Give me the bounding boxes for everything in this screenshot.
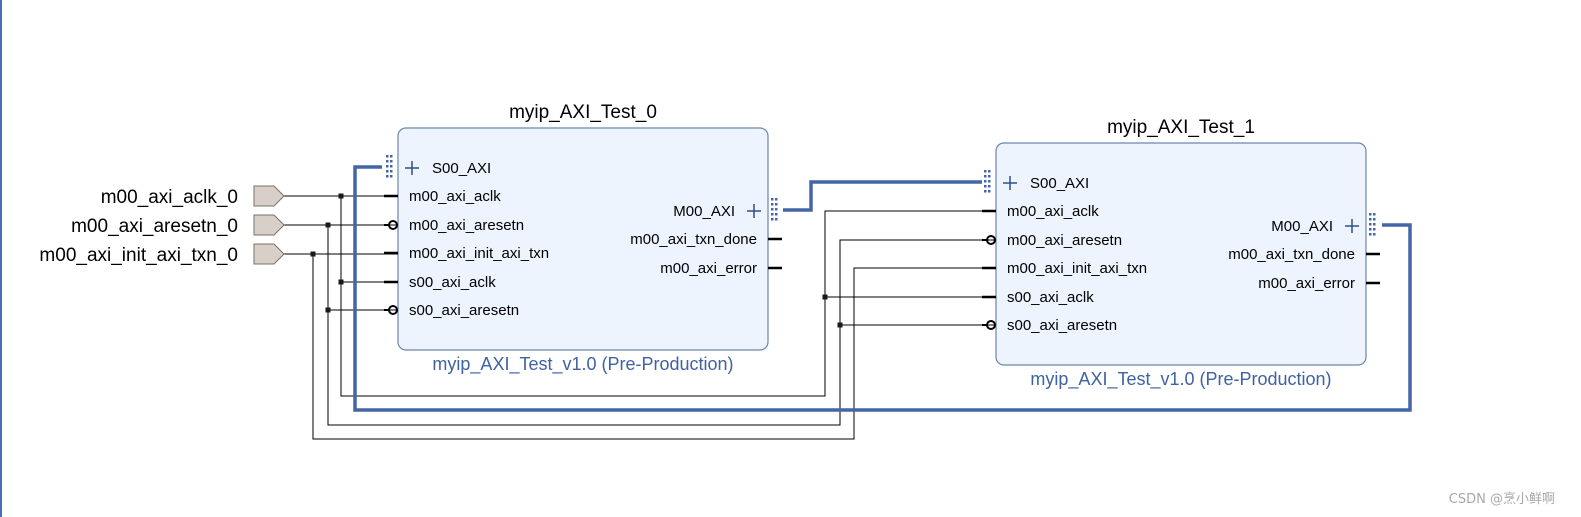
external-port-label-aresetn: m00_axi_aresetn_0 xyxy=(71,216,238,237)
bus-dot xyxy=(988,190,991,193)
bus-dot xyxy=(1369,223,1372,226)
bus-dot xyxy=(988,185,991,188)
bus-dot xyxy=(390,170,393,173)
net-junction xyxy=(310,251,316,257)
bus-dot xyxy=(775,203,778,206)
bus-dot xyxy=(775,218,778,221)
m00-axi-label: M00_AXI xyxy=(673,203,735,220)
bus-dot xyxy=(1373,233,1376,236)
axi-bus-wire xyxy=(783,180,982,212)
output-pin-label[interactable]: m00_axi_txn_done xyxy=(1228,246,1355,263)
bus-dot xyxy=(771,198,774,201)
bus-dot xyxy=(984,190,987,193)
plus-icon[interactable] xyxy=(747,204,761,218)
axi-bus-wire xyxy=(353,165,1412,412)
s00-axi-label: S00_AXI xyxy=(432,160,491,177)
plus-icon[interactable] xyxy=(1345,219,1359,233)
net-junction xyxy=(837,322,843,328)
bus-dot xyxy=(1373,223,1376,226)
dynamic-layer xyxy=(253,155,1412,440)
bus-dot xyxy=(775,198,778,201)
bus-dot xyxy=(775,208,778,211)
block-myip-axi-test-1[interactable]: myip_AXI_Test_1 myip_AXI_Test_v1.0 (Pre-… xyxy=(982,117,1380,390)
input-pin-label[interactable]: m00_axi_aclk xyxy=(409,188,501,205)
input-pin-label[interactable]: m00_axi_aresetn xyxy=(409,217,524,234)
s00-axi-interface-icon[interactable] xyxy=(984,170,991,193)
bus-dot xyxy=(1369,213,1372,216)
bus-dot xyxy=(386,160,389,163)
input-pin-label[interactable]: s00_axi_aresetn xyxy=(1007,317,1117,334)
bus-dot xyxy=(1373,213,1376,216)
input-pin-label[interactable]: s00_axi_aresetn xyxy=(409,302,519,319)
net-wire xyxy=(340,196,996,397)
input-pin-label[interactable]: s00_axi_aclk xyxy=(1007,289,1094,306)
output-pin-label[interactable]: m00_axi_error xyxy=(1258,275,1355,292)
s00-axi-interface-icon[interactable] xyxy=(386,155,393,178)
bus-dot xyxy=(1369,233,1372,236)
input-pin-label[interactable]: s00_axi_aclk xyxy=(409,274,496,291)
net-wire xyxy=(312,254,996,440)
bus-dot xyxy=(988,175,991,178)
bus-dot xyxy=(386,155,389,158)
input-pin-label[interactable]: m00_axi_aresetn xyxy=(1007,232,1122,249)
external-port-label-init: m00_axi_init_axi_txn_0 xyxy=(39,245,238,266)
bus-dot xyxy=(984,170,987,173)
net-wire xyxy=(824,210,996,297)
bus-dot xyxy=(1369,218,1372,221)
bus-dot xyxy=(390,165,393,168)
m00-axi-interface-icon[interactable] xyxy=(771,198,778,221)
watermark: CSDN @烹小鲜啊 xyxy=(1448,492,1555,507)
bus-dot xyxy=(390,175,393,178)
net-wire xyxy=(839,239,996,325)
net-junction xyxy=(325,307,331,313)
bus-dot xyxy=(771,208,774,211)
bus-dot xyxy=(1373,228,1376,231)
bus-dot xyxy=(984,185,987,188)
block-subtitle: myip_AXI_Test_v1.0 (Pre-Production) xyxy=(432,354,733,375)
net-junction xyxy=(822,294,828,300)
net-wire xyxy=(327,225,996,426)
bus-dot xyxy=(386,175,389,178)
bus-dot xyxy=(984,180,987,183)
bus-dot xyxy=(1369,228,1372,231)
bus-dot xyxy=(1373,218,1376,221)
bus-dot xyxy=(386,170,389,173)
m00-axi-interface-icon[interactable] xyxy=(1369,213,1376,236)
m00-axi-label: M00_AXI xyxy=(1271,218,1333,235)
bus-dot xyxy=(771,218,774,221)
input-pin-label[interactable]: m00_axi_aclk xyxy=(1007,203,1099,220)
plus-icon[interactable] xyxy=(405,161,419,175)
bus-dot xyxy=(775,213,778,216)
bus-dot xyxy=(771,203,774,206)
external-port-init[interactable] xyxy=(253,243,285,265)
bus-dot xyxy=(390,160,393,163)
s00-axi-label: S00_AXI xyxy=(1030,175,1089,192)
net-junction xyxy=(338,193,344,199)
bus-dot xyxy=(988,180,991,183)
bus-dot xyxy=(984,175,987,178)
output-pin-label[interactable]: m00_axi_txn_done xyxy=(630,231,757,248)
block-title: myip_AXI_Test_0 xyxy=(509,102,657,123)
input-pin-label[interactable]: m00_axi_init_axi_txn xyxy=(1007,260,1147,277)
bus-dot xyxy=(386,165,389,168)
bus-dot xyxy=(390,155,393,158)
input-pin-label[interactable]: m00_axi_init_axi_txn xyxy=(409,245,549,262)
plus-icon[interactable] xyxy=(1003,176,1017,190)
block-title: myip_AXI_Test_1 xyxy=(1107,117,1255,138)
external-port-aclk[interactable] xyxy=(253,185,285,207)
block-subtitle: myip_AXI_Test_v1.0 (Pre-Production) xyxy=(1030,369,1331,390)
bus-dot xyxy=(771,213,774,216)
block-myip-axi-test-0[interactable]: myip_AXI_Test_0 myip_AXI_Test_v1.0 (Pre-… xyxy=(384,102,782,375)
net-junction xyxy=(325,222,331,228)
net-junction xyxy=(338,279,344,285)
output-pin-label[interactable]: m00_axi_error xyxy=(660,260,757,277)
bus-dot xyxy=(988,170,991,173)
external-port-label-aclk: m00_axi_aclk_0 xyxy=(101,187,238,208)
external-port-aresetn[interactable] xyxy=(253,214,285,236)
